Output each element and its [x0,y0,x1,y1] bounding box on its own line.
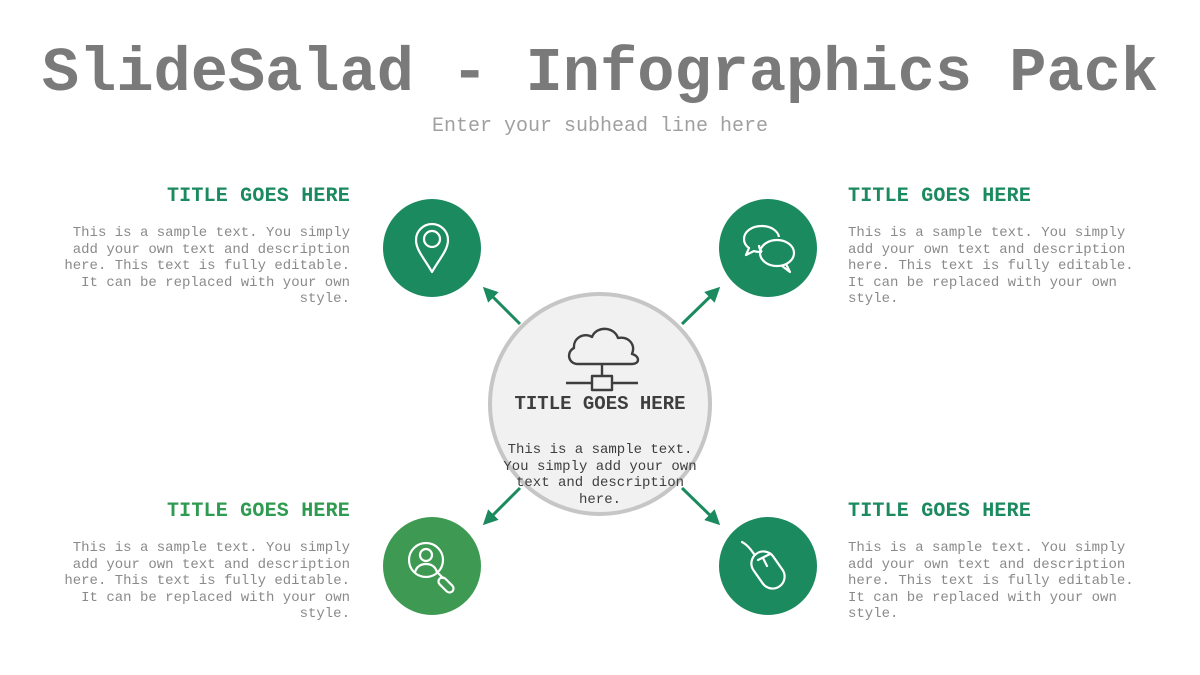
item-title: TITLE GOES HERE [166,185,350,208]
arrow-bottom-right [680,486,721,526]
item-circle-top-right [719,199,817,297]
item-block-bottom-right: TITLE GOES HERE This is a sample text. Y… [848,500,1138,623]
item-block-top-right: TITLE GOES HERE This is a sample text. Y… [848,185,1138,308]
item-block-top-left: TITLE GOES HERE This is a sample text. Y… [60,185,350,308]
arrow-top-right [680,286,721,326]
item-description: This is a sample text. You simply add yo… [848,225,1134,307]
item-circle-bottom-left [383,517,481,615]
item-title: TITLE GOES HERE [848,500,1032,523]
cloud-network-icon [566,327,640,392]
item-circle-bottom-right [719,517,817,615]
mouse-icon [740,540,786,590]
page-subtitle: Enter your subhead line here [431,115,769,138]
chat-bubbles-icon [742,224,796,274]
item-description: This is a sample text. You simply add yo… [64,225,350,307]
item-title: TITLE GOES HERE [166,500,350,523]
arrow-bottom-left [482,486,522,526]
center-title: TITLE GOES HERE [514,393,686,415]
item-block-bottom-left: TITLE GOES HERE This is a sample text. Y… [60,500,350,623]
center-description: This is a sample text. You simply add yo… [503,442,697,508]
item-description: This is a sample text. You simply add yo… [848,540,1134,622]
center-hub: TITLE GOES HERE This is a sample text. Y… [488,292,712,516]
item-title: TITLE GOES HERE [848,185,1032,208]
location-pin-icon [414,222,450,274]
item-description: This is a sample text. You simply add yo… [64,540,350,622]
item-circle-top-left [383,199,481,297]
arrow-top-left [482,286,522,326]
page-title: SlideSalad - Infographics Pack [41,38,1159,109]
user-search-icon [407,541,455,594]
